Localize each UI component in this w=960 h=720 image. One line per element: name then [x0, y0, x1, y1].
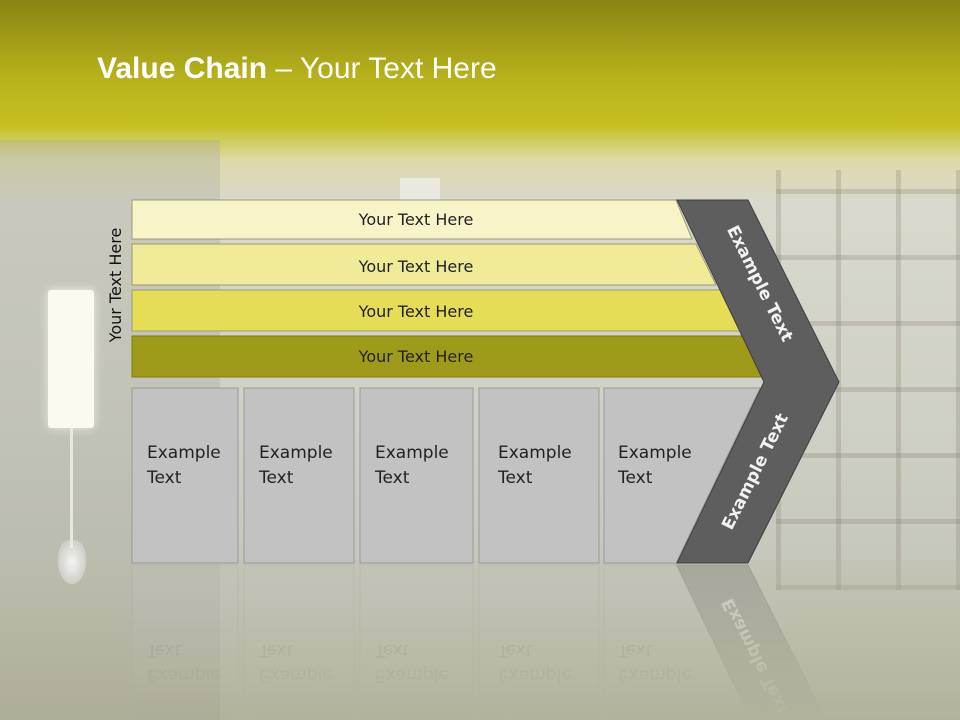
slide-title-bold: Value Chain: [97, 52, 268, 85]
slide-title-rest: – Your Text Here: [267, 52, 497, 85]
lamp-shade-image: [48, 290, 94, 428]
reflection-cell-1-text: ExampleText: [146, 640, 221, 685]
background-window: [400, 178, 440, 200]
chain-bar-2-label: Your Text Here: [358, 257, 474, 276]
reflection-cell-3-text: ExampleText: [374, 640, 449, 685]
chain-bar-1: [131, 199, 693, 240]
lamp-pole-image: [70, 428, 73, 548]
chain-bar-4-label: Your Text Here: [358, 347, 474, 366]
slide-title: Value Chain – Your Text Here: [97, 52, 497, 86]
activity-cell-4: [478, 387, 600, 564]
lamp-base-image: [58, 540, 86, 584]
activity-cell-3: [359, 387, 474, 564]
chain-bar-1-label: Your Text Here: [358, 210, 474, 229]
chain-bar-3-label: Your Text Here: [358, 302, 474, 321]
chevron-arrow: [676, 199, 840, 564]
activity-cell-5: [603, 387, 761, 564]
reflection-cell-4-text: ExampleText: [497, 640, 572, 685]
reflection-cell-2-text: ExampleText: [258, 640, 333, 685]
activity-cell-1: [131, 387, 239, 564]
diagram-reflection: ExampleText ExampleText ExampleText Exam…: [131, 564, 827, 720]
reflection-cell-5-text: ExampleText: [617, 640, 692, 685]
activity-cell-2: [243, 387, 355, 564]
chain-bar-2: [131, 243, 717, 286]
